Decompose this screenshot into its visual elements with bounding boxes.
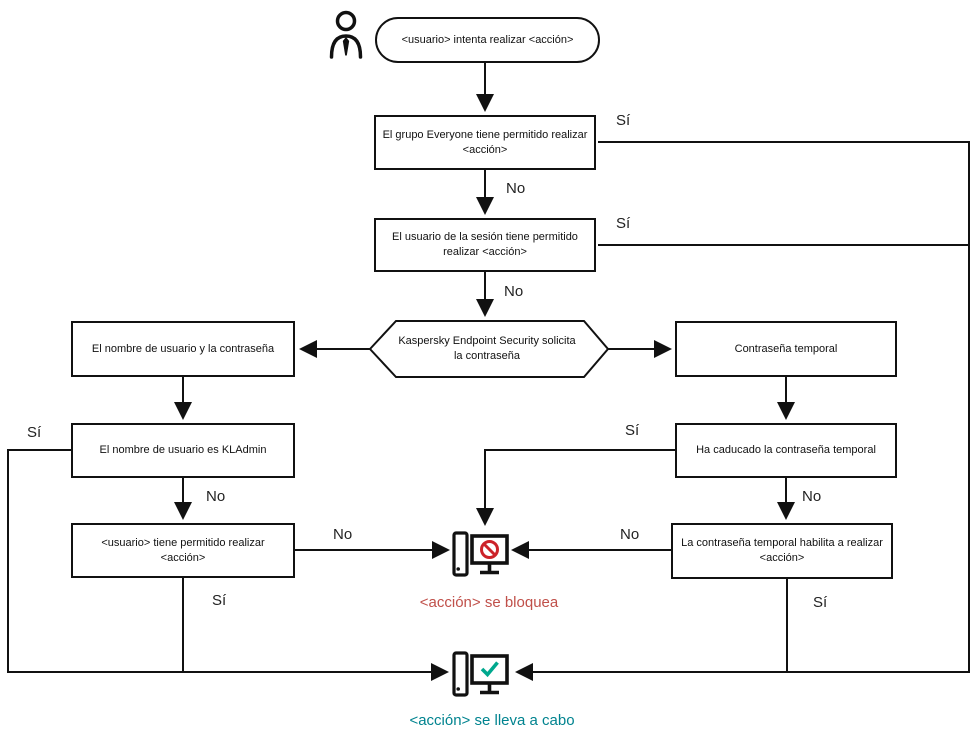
label-temp-allows-yes: Sí [813,594,828,611]
label-user-allowed-no: No [333,526,353,543]
node-kes-prompt: Kaspersky Endpoint Security solicita la … [398,335,576,362]
label-session-no: No [504,283,524,300]
label-kladmin-no: No [206,488,226,505]
node-start: <usuario> intenta realizar <acción> [375,17,600,63]
person-icon [329,10,363,59]
node-temp-password: Contraseña temporal [675,321,897,377]
node-temp-expired: Ha caducado la contraseña temporal [675,423,897,478]
label-user-allowed-yes: Sí [212,592,227,609]
node-everyone-allowed: El grupo Everyone tiene permitido realiz… [374,115,596,170]
label-expired-no: No [802,488,822,505]
label-session-yes: Sí [616,215,631,232]
label-everyone-no: No [506,180,526,197]
computer-check-icon [452,651,509,697]
edge-expired-yes [476,449,675,526]
node-temp-allows: La contraseña temporal habilita a realiz… [671,523,893,579]
node-username-password: El nombre de usuario y la contraseña [71,321,295,377]
outcome-blocked-text: <acción> se bloquea [419,594,559,611]
label-everyone-yes: Sí [616,112,631,129]
edge-everyone-yes [598,141,970,671]
label-temp-allows-no: No [620,526,640,543]
outcome-performed-text: <acción> se lleva a cabo [409,712,575,729]
label-expired-yes: Sí [625,422,640,439]
computer-blocked-icon [452,531,509,577]
node-session-user-allowed: El usuario de la sesión tiene permitido … [374,218,596,272]
node-kladmin: El nombre de usuario es KLAdmin [71,423,295,478]
label-kladmin-yes: Sí [27,424,42,441]
node-user-allowed: <usuario> tiene permitido realizar <acci… [71,523,295,578]
edge-kladmin-yes [7,449,71,671]
